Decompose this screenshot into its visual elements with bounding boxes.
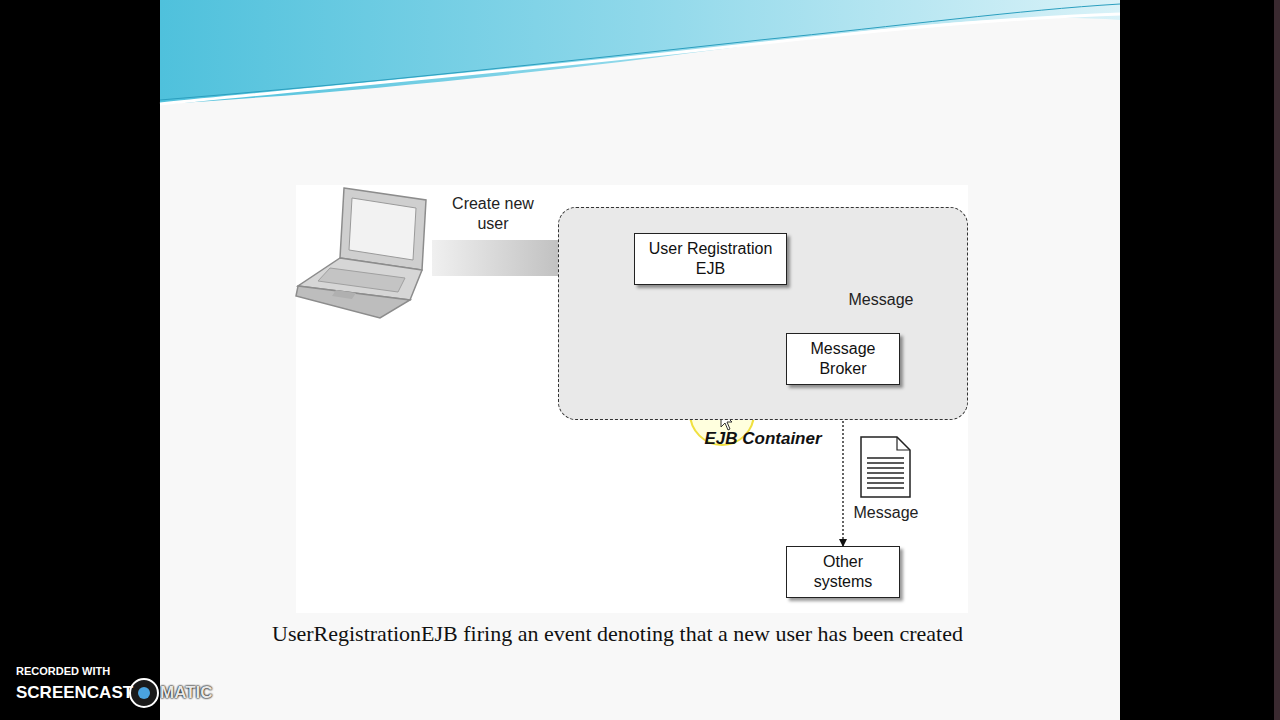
header-wave <box>160 0 1120 104</box>
box-label: User Registration EJB <box>643 239 778 279</box>
diagram-panel <box>296 185 968 613</box>
process-box: Other systems <box>786 546 900 598</box>
message-label: Message <box>841 290 921 310</box>
wave-line <box>160 4 1120 100</box>
process-box: User Registration EJB <box>634 233 787 285</box>
laptop-illustration <box>296 188 426 318</box>
arrow-label: Create new user <box>452 194 534 234</box>
box-label: Message Broker <box>799 339 887 379</box>
logo-ring <box>130 679 158 707</box>
box-label: Other systems <box>801 552 885 592</box>
caption: UserRegistrationEJB firing an event deno… <box>160 620 1075 648</box>
watermark-text: MATIC <box>160 683 240 703</box>
scrollbar <box>1274 0 1280 720</box>
message-document <box>861 437 910 497</box>
watermark-text: SCREENCAST <box>16 683 136 703</box>
process-box: Message Broker <box>786 333 900 385</box>
watermark-text: RECORDED WITH <box>16 664 156 678</box>
container-group: EJB Container User Registration EJB Messag… <box>558 207 968 455</box>
message-label: Message <box>846 503 926 523</box>
logo-dot <box>138 687 150 699</box>
wave-line <box>160 14 1120 104</box>
container-label: EJB Container <box>558 429 968 449</box>
